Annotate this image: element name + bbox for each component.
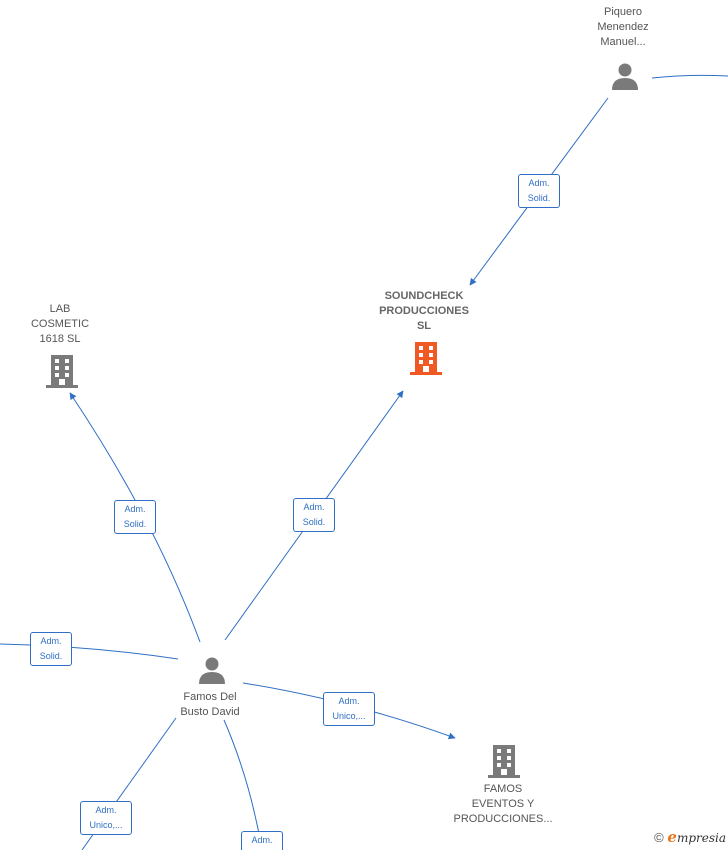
label-line: LAB	[49, 303, 71, 315]
edge-label-david-bottom[interactable]: Adm.	[241, 831, 283, 850]
label-line: PRODUCCIONES	[379, 305, 469, 317]
label-line: Busto David	[180, 706, 240, 718]
edge-label-line: Solid.	[123, 519, 147, 529]
label-line: PRODUCCIONES...	[453, 813, 553, 825]
edge-label-line: Solid.	[527, 193, 551, 203]
edge-label-line: Solid.	[302, 517, 326, 527]
label-line: SOUNDCHECK	[384, 290, 464, 302]
edge-label-david-soundcheck[interactable]: Adm. Solid.	[293, 498, 335, 532]
edge-label-line: Adm.	[251, 835, 273, 845]
edge-label-line: Adm.	[528, 178, 550, 188]
copyright-notice: © empresia	[654, 828, 726, 846]
edge-label-piquero-soundcheck[interactable]: Adm. Solid.	[518, 174, 560, 208]
edge-label-line: Adm.	[338, 696, 360, 706]
node-label-famos-david: Famos Del Busto David	[160, 690, 260, 720]
person-icon[interactable]	[197, 655, 227, 690]
label-line: 1618 SL	[39, 333, 81, 345]
edge-label-line: Adm.	[124, 504, 146, 514]
label-line: COSMETIC	[30, 318, 90, 330]
edge-label-line: Solid.	[39, 651, 63, 661]
edge-label-line: Unico,...	[332, 711, 366, 721]
label-line: FAMOS	[483, 783, 523, 795]
label-line: SL	[416, 320, 432, 332]
label-line: Menendez	[597, 21, 649, 33]
building-icon[interactable]	[488, 744, 520, 783]
brand-name: mpresia	[676, 831, 726, 845]
node-label-piquero: Piquero Menendez Manuel...	[573, 5, 673, 50]
brand-logo[interactable]: empresia	[667, 828, 726, 846]
node-label-famos-eventos: FAMOS EVENTOS Y PRODUCCIONES...	[443, 782, 563, 827]
brand-initial: e	[667, 828, 677, 846]
edge-label-line: Adm.	[40, 636, 62, 646]
person-icon[interactable]	[610, 61, 640, 96]
copyright-icon: ©	[654, 830, 664, 845]
building-icon[interactable]	[410, 341, 442, 380]
node-label-soundcheck: SOUNDCHECK PRODUCCIONES SL	[364, 289, 484, 334]
edge-label-line: Adm.	[303, 502, 325, 512]
edge-label-david-left[interactable]: Adm. Solid.	[30, 632, 72, 666]
edge-piquero-right	[651, 74, 728, 79]
label-line: EVENTOS Y	[471, 798, 535, 810]
label-line: Piquero	[604, 6, 642, 18]
edge-label-line: Unico,...	[89, 820, 123, 830]
node-label-lab: LAB COSMETIC 1618 SL	[10, 302, 110, 347]
edge-label-david-bottom-left[interactable]: Adm. Unico,...	[80, 801, 132, 835]
edge-label-david-eventos[interactable]: Adm. Unico,...	[323, 692, 375, 726]
edge-label-david-lab[interactable]: Adm. Solid.	[114, 500, 156, 534]
label-line: Manuel...	[600, 36, 646, 48]
edge-label-line: Adm.	[95, 805, 117, 815]
label-line: Famos Del	[183, 691, 237, 703]
building-icon[interactable]	[46, 354, 78, 393]
edge-david-left	[0, 643, 179, 660]
